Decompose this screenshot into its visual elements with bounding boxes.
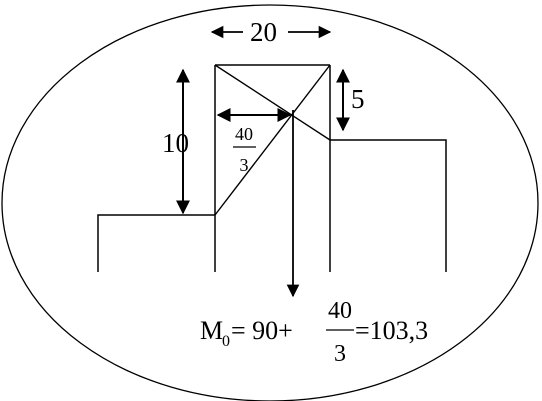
right-step-profile	[330, 139, 447, 272]
left-step-profile	[97, 214, 215, 272]
offset-fraction-denominator: 3	[240, 155, 249, 175]
top-width-label: 20	[250, 17, 277, 47]
diagonal-top-left-to-step	[214, 64, 331, 141]
formula-result: =103,3	[355, 316, 428, 345]
formula-fraction-numerator: 40	[328, 298, 352, 324]
left-height-label: 10	[162, 128, 189, 158]
formula-prefix: = 90+	[231, 316, 293, 345]
right-drop-label: 5	[351, 84, 365, 114]
formula-m-subscript: 0	[222, 333, 230, 350]
formula-m-letter: M	[200, 316, 223, 345]
boundary-ellipse	[1, 4, 539, 401]
formula-fraction-denominator: 3	[334, 341, 346, 367]
diagonal-base-to-top-right	[214, 64, 331, 216]
offset-fraction-numerator: 40	[235, 124, 253, 144]
